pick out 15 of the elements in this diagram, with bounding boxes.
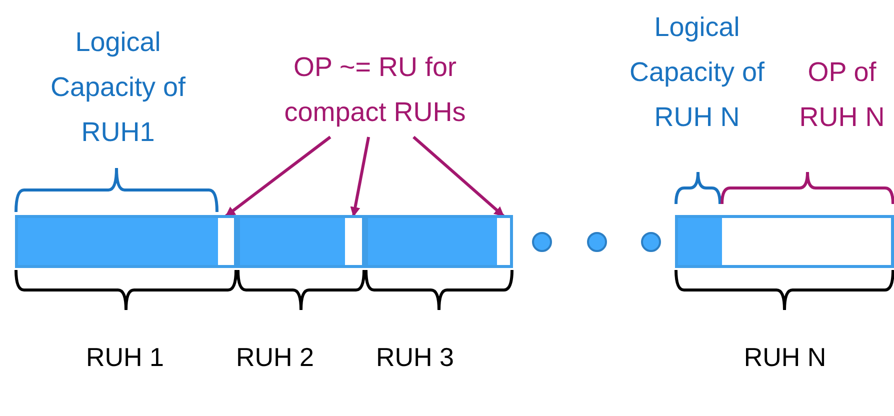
ruh-label: RUH N bbox=[742, 341, 828, 374]
capacity-label: Logical Capacity of RUH N bbox=[628, 11, 766, 134]
storage-bar bbox=[675, 215, 894, 268]
arrow bbox=[225, 136, 332, 218]
arrow bbox=[350, 136, 370, 217]
arrow bbox=[412, 136, 504, 218]
op-segment bbox=[497, 218, 510, 265]
op-segment bbox=[345, 218, 362, 265]
ruh-label: RUH 3 bbox=[374, 341, 455, 374]
ruh-label: RUH 1 bbox=[84, 341, 165, 374]
annotation-text: OP ~= RU for compact RUHs bbox=[255, 45, 495, 135]
ruh-label: RUH 2 bbox=[234, 341, 315, 374]
op-label: OP of RUH N bbox=[798, 56, 886, 134]
op-segment bbox=[218, 218, 234, 265]
capacity-label: Logical Capacity of RUH1 bbox=[49, 26, 187, 149]
